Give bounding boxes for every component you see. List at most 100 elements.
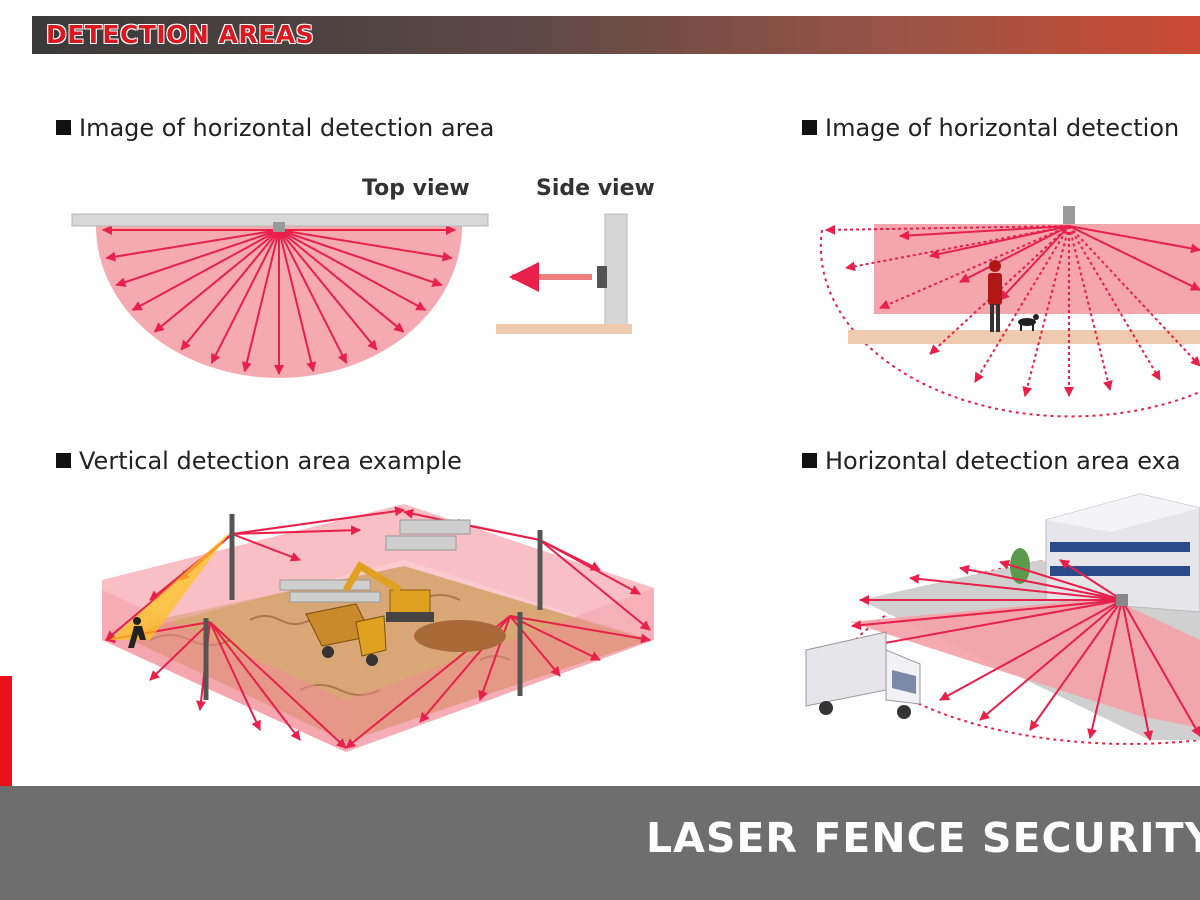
- laser-beam: [959, 564, 1123, 601]
- laser-beam: [278, 229, 317, 373]
- laser-beam: [131, 229, 280, 311]
- laser-beam: [979, 599, 1123, 721]
- truck-icon: [305, 603, 387, 666]
- bullet-square-icon: [56, 120, 71, 135]
- pole: [604, 213, 628, 329]
- laser-beam: [539, 539, 651, 631]
- laser-beam: [929, 225, 1070, 259]
- laser-beam: [929, 225, 1070, 355]
- laser-beam: [509, 615, 651, 644]
- top-view-diagram: [71, 213, 489, 378]
- laser-beam: [278, 229, 378, 351]
- laser-beam: [231, 533, 301, 562]
- laser-beam: [1121, 599, 1154, 741]
- bullet-square-icon: [802, 120, 817, 135]
- laser-beams: [102, 225, 456, 375]
- top-view-label: Top view: [362, 176, 470, 201]
- building-diagram: [805, 493, 1200, 745]
- truck-icon: [805, 631, 921, 719]
- ground: [496, 324, 632, 334]
- laser-beam: [241, 229, 280, 373]
- laser-beam: [845, 599, 1123, 654]
- tree: [1010, 548, 1030, 584]
- laser-beam: [278, 229, 443, 287]
- laser-beam: [209, 621, 347, 749]
- laser-beam: [879, 225, 1070, 310]
- dirt-pile: [414, 620, 506, 652]
- laser-beam: [105, 229, 280, 262]
- building-icon: [1045, 493, 1200, 613]
- laser-beams: [845, 559, 1200, 741]
- laser-beam: [939, 599, 1123, 701]
- person-icon: [128, 617, 146, 648]
- caption-horizontal-example-text: Horizontal detection area exa: [825, 447, 1181, 475]
- detection-plane: [850, 598, 1200, 728]
- site-ground: [110, 566, 650, 742]
- side-view-label: Side view: [536, 176, 655, 201]
- caption-horizontal-example: Horizontal detection area exa: [802, 447, 1181, 475]
- laser-beam: [509, 615, 601, 661]
- laser-beam: [959, 225, 1070, 283]
- caption-horizontal-area-2: Image of horizontal detection: [802, 114, 1179, 142]
- person-icon: [988, 260, 1002, 332]
- caption-vertical-example: Vertical detection area example: [56, 447, 462, 475]
- pipes: [279, 519, 471, 603]
- laser-beam: [999, 559, 1123, 601]
- laser-beam: [209, 621, 301, 741]
- caption-horizontal-area: Image of horizontal detection area: [56, 114, 494, 142]
- sensor-poles: [203, 514, 543, 700]
- side-view-diagram: [496, 213, 632, 334]
- bullet-square-icon: [802, 453, 817, 468]
- laser-beam: [974, 225, 1070, 383]
- laser-beam: [1087, 599, 1123, 739]
- laser-beam: [999, 225, 1070, 301]
- header-bar: DETECTION AREAS: [32, 16, 1200, 54]
- laser-beam: [278, 229, 453, 262]
- front-right-wall: [346, 588, 654, 752]
- construction-site-diagram: [102, 504, 654, 752]
- laser-beam: [909, 573, 1123, 601]
- back-right-wall: [404, 504, 654, 640]
- laser-beam: [1022, 225, 1070, 397]
- laser-beam: [231, 525, 361, 536]
- laser-beam: [278, 229, 405, 333]
- caption-vertical-example-text: Vertical detection area example: [79, 447, 462, 475]
- laser-beam: [115, 229, 280, 287]
- laser-beam: [209, 621, 261, 731]
- laser-beam: [1059, 559, 1123, 601]
- detection-plane: [874, 224, 1200, 314]
- sensor-icon: [597, 266, 607, 288]
- laser-beam: [825, 224, 1070, 235]
- caption-horizontal-area-2-text: Image of horizontal detection: [825, 114, 1180, 142]
- caption-horizontal-area-text: Image of horizontal detection area: [79, 114, 495, 142]
- sensor-icon: [273, 222, 285, 232]
- laser-beam: [1121, 599, 1200, 737]
- laser-beam: [231, 506, 405, 535]
- laser-beam: [1068, 225, 1200, 254]
- laser-beam: [899, 225, 1070, 241]
- sensor-icon: [1116, 594, 1128, 606]
- header-title: DETECTION AREAS: [46, 20, 315, 49]
- dog-icon: [1018, 314, 1039, 331]
- laser-beam: [478, 615, 511, 701]
- horizontal-area-diagram: [819, 206, 1200, 418]
- ground: [848, 330, 1200, 344]
- laser-beam: [1068, 225, 1200, 367]
- sensor-icon: [1063, 206, 1075, 224]
- illustrations: [71, 206, 1200, 752]
- footer-bar: [0, 786, 1200, 900]
- laser-beam: [210, 229, 280, 364]
- bullet-square-icon: [56, 453, 71, 468]
- yellow-beam: [110, 530, 232, 640]
- laser-beams: [825, 224, 1200, 397]
- laser-beam: [278, 229, 427, 311]
- back-left-wall: [102, 504, 404, 640]
- laser-beam: [1068, 225, 1113, 391]
- laser-beam: [851, 599, 1123, 631]
- laser-beam: [278, 229, 348, 364]
- laser-beam: [153, 229, 280, 333]
- footer-title: LASER FENCE SECURITY: [646, 814, 1200, 862]
- excavator-icon: [342, 561, 434, 622]
- laser-beam: [1068, 225, 1200, 291]
- laser-beam: [180, 229, 280, 351]
